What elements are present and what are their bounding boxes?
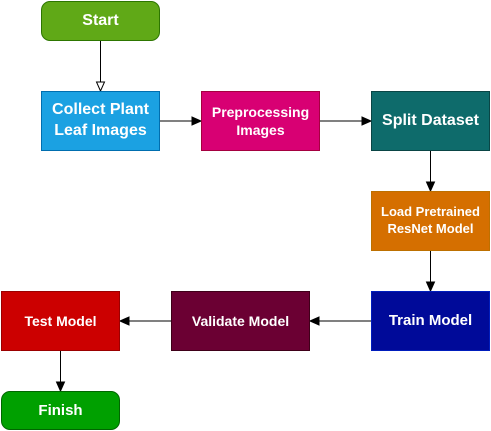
load-model-node[interactable]: Load Pretrained ResNet Model	[371, 191, 490, 251]
train-model-node[interactable]: Train Model	[371, 291, 490, 351]
arrowhead-collect-to-prep	[191, 116, 203, 126]
start-node[interactable]: Start	[41, 1, 160, 41]
finish-node[interactable]: Finish	[1, 391, 120, 430]
arrowhead-start-to-collect	[95, 81, 106, 93]
collect-images-node[interactable]: Collect Plant Leaf Images	[41, 91, 160, 151]
preprocessing-node[interactable]: Preprocessing Images	[201, 91, 320, 151]
arrowhead-split-to-load	[425, 181, 436, 193]
arrowhead-load-to-train	[425, 281, 436, 293]
arrowhead-train-to-validate	[308, 316, 320, 326]
split-dataset-node[interactable]: Split Dataset	[371, 91, 490, 151]
arrowhead-test-to-finish	[55, 381, 66, 393]
test-model-node[interactable]: Test Model	[1, 291, 120, 351]
arrowhead-validate-to-test	[118, 316, 130, 326]
validate-model-node[interactable]: Validate Model	[171, 291, 310, 351]
arrowhead-prep-to-split	[361, 116, 373, 126]
